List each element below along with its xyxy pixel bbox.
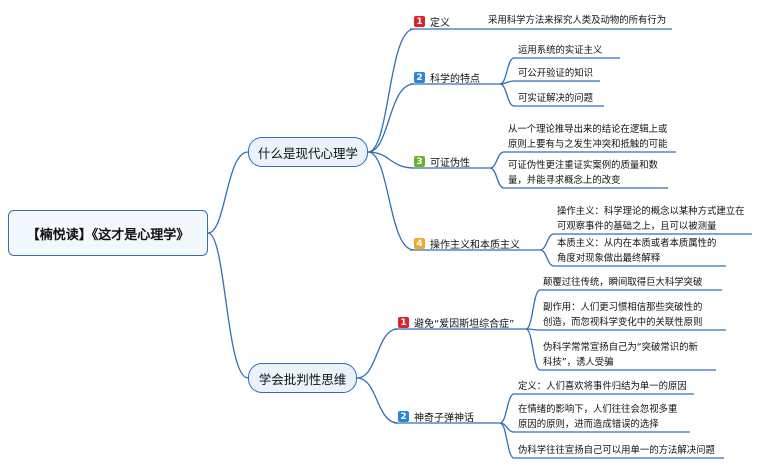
leaf-line: 操作主义：科学理论的概念以某种方式建立在: [557, 206, 745, 217]
leaf-text: 伪科学常常宣扬自己为“突破常识的新 科技”，诱人受骗: [543, 340, 698, 370]
number-badge-icon: 3: [414, 156, 425, 167]
leaf-line: 可观察事件的基础之上，且可以被测量: [557, 221, 717, 232]
branch-label: 可证伪性: [430, 158, 470, 169]
main-topic-critical-thinking[interactable]: 学会批判性思维: [248, 363, 357, 393]
leaf-text: 操作主义：科学理论的概念以某种方式建立在 可观察事件的基础之上，且可以被测量: [557, 204, 745, 234]
leaf-text: 可证伪性更注重证实案例的质量和数 量，并能寻求概念上的改变: [508, 158, 658, 188]
leaf-line: 从一个理论推导出来的结论在逻辑上或: [508, 124, 668, 135]
leaf-text: 副作用：人们更习惯相信那些突破性的 创造，而忽视科学变化中的关联性原则: [543, 300, 702, 330]
leaf-line: 伪科学常常宣扬自己为“突破常识的新: [543, 342, 698, 353]
main-topic-modern-psychology[interactable]: 什么是现代心理学: [248, 137, 368, 167]
leaf-text: 定义：人们喜欢将事件归结为单一的原因: [518, 381, 687, 392]
leaf-text: 本质主义：从内在本质或者本质属性的 角度对现象做出最终解释: [557, 236, 716, 266]
branch-label: 操作主义和本质主义: [430, 240, 520, 251]
leaf-text: 颠覆过往传统，瞬间取得巨大科学突破: [543, 277, 703, 288]
branch-einstein-syndrome[interactable]: 1 避免“爱因斯坦综合症”: [398, 315, 514, 330]
number-badge-icon: 2: [398, 411, 409, 422]
main-topic-label: 学会批判性思维: [258, 371, 347, 387]
leaf-line: 可证伪性更注重证实案例的质量和数: [508, 160, 659, 171]
branch-label: 科学的特点: [430, 74, 480, 85]
leaf-line: 原则上要有与之发生冲突和抵触的可能: [508, 139, 668, 150]
leaf-line: 科技”，诱人受骗: [543, 357, 614, 368]
leaf-line: 本质主义：从内在本质或者本质属性的: [557, 238, 717, 249]
leaf-line: 创造，而忽视科学变化中的关联性原则: [543, 317, 703, 328]
number-badge-icon: 1: [398, 317, 409, 328]
leaf-text: 在情绪的影响下，人们往往会忽视多重 原因的原则，进而造成错误的选择: [518, 402, 677, 432]
leaf-line: 角度对现象做出最终解释: [557, 253, 661, 264]
leaf-text: 可实证解决的问题: [518, 93, 594, 104]
branch-magic-bullet-myth[interactable]: 2 神奇子弹神话: [398, 409, 474, 424]
branch-falsifiability[interactable]: 3 可证伪性: [414, 154, 470, 169]
number-badge-icon: 2: [414, 72, 425, 83]
branch-science-features[interactable]: 2 科学的特点: [414, 70, 480, 85]
leaf-line: 副作用：人们更习惯相信那些突破性的: [543, 302, 703, 313]
leaf-text: 可公开验证的知识: [518, 68, 594, 79]
branch-operationism-essentialism[interactable]: 4 操作主义和本质主义: [414, 236, 520, 251]
number-badge-icon: 1: [414, 16, 425, 27]
root-topic[interactable]: 【楠悦读】《这才是心理学》: [8, 210, 208, 256]
branch-definition[interactable]: 1 定义: [414, 14, 450, 29]
leaf-text: 运用系统的实证主义: [518, 45, 603, 56]
leaf-text: 采用科学方法来探究人类及动物的所有行为: [488, 15, 667, 26]
leaf-line: 原因的原则，进而造成错误的选择: [518, 419, 659, 430]
leaf-line: 在情绪的影响下，人们往往会忽视多重: [518, 404, 678, 415]
leaf-text: 伪科学往往宣扬自己可以用单一的方法解决问题: [518, 445, 715, 456]
leaf-text: 从一个理论推导出来的结论在逻辑上或 原则上要有与之发生冲突和抵触的可能: [508, 122, 667, 152]
branch-label: 神奇子弹神话: [414, 413, 474, 424]
number-badge-icon: 4: [414, 238, 425, 249]
leaf-line: 量，并能寻求概念上的改变: [508, 175, 621, 186]
main-topic-label: 什么是现代心理学: [257, 145, 358, 161]
branch-label: 避免“爱因斯坦综合症”: [414, 319, 515, 330]
branch-label: 定义: [430, 18, 450, 29]
root-topic-label: 【楠悦读】《这才是心理学》: [26, 227, 190, 243]
